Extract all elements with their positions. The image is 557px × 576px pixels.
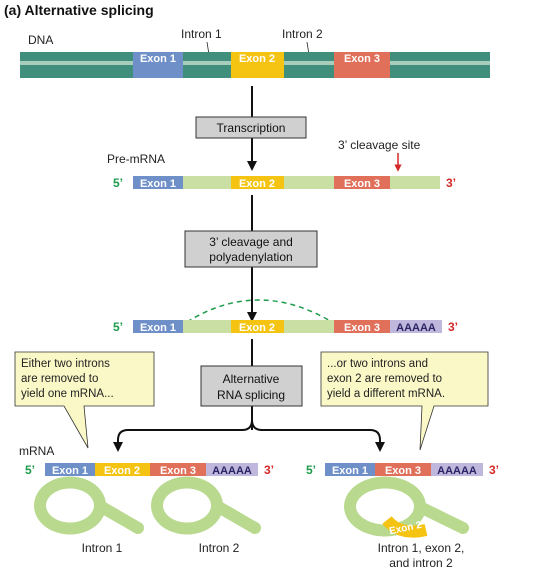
mrna-product-2: 5’ Exon 1 Exon 3 AAAAA 3’ bbox=[306, 463, 499, 477]
mrna-product-1: 5’ Exon 1 Exon 2 Exon 3 AAAAA 3’ bbox=[25, 463, 274, 477]
polya-pre-mrna-exon2 bbox=[231, 320, 284, 333]
intron2-lariat: Intron 2 bbox=[151, 476, 261, 555]
intron2-label: Intron 2 bbox=[282, 27, 323, 41]
mrna2-exon3-label: Exon 3 bbox=[385, 465, 421, 477]
mrna2-exon3 bbox=[375, 463, 431, 476]
combined-product-line2: and intron 2 bbox=[389, 556, 453, 570]
dna-exon3-block bbox=[334, 52, 390, 78]
splicing-step-line1: Alternative bbox=[223, 372, 280, 386]
mrna1-polya bbox=[206, 463, 258, 476]
combined-lariat-exon2-segment bbox=[382, 515, 428, 538]
pre-mrna-exon1 bbox=[133, 176, 183, 189]
mrna2-exon1 bbox=[325, 463, 375, 476]
dna-exon2-block bbox=[231, 52, 284, 78]
splicing-branch-right bbox=[251, 419, 385, 452]
mrna2-polya-label: AAAAA bbox=[437, 465, 477, 477]
pre-mrna-exon1-label: Exon 1 bbox=[140, 178, 176, 190]
polya-pre-mrna-exon2-label: Exon 2 bbox=[239, 322, 275, 334]
pre-mrna-3prime: 3’ bbox=[446, 176, 456, 190]
right-callout-line3: yield a different mRNA. bbox=[327, 388, 445, 400]
polya-pre-mrna-exon1-label: Exon 1 bbox=[140, 322, 176, 334]
mrna1-exon2-label: Exon 2 bbox=[104, 465, 140, 477]
intron1-product-label: Intron 1 bbox=[82, 541, 123, 555]
intron1-lariat: Intron 1 bbox=[34, 476, 144, 555]
polya-pre-mrna-5prime: 5’ bbox=[113, 320, 123, 334]
dna-molecule: Exon 1 Exon 2 Exon 3 bbox=[20, 52, 490, 78]
intron2-lariat-shape bbox=[151, 476, 261, 535]
pre-mrna-5prime: 5’ bbox=[113, 176, 123, 190]
left-callout-bubble bbox=[14, 351, 155, 449]
transcription-step-box bbox=[195, 116, 307, 139]
right-callout: ...or two introns and exon 2 are removed… bbox=[320, 351, 489, 451]
pre-mrna-molecule: 5’ Exon 1 Exon 2 Exon 3 3’ bbox=[113, 176, 456, 190]
pre-mrna-exon2-label: Exon 2 bbox=[239, 178, 275, 190]
mrna1-exon1 bbox=[45, 463, 95, 476]
pre-mrna-exon2 bbox=[231, 176, 284, 189]
mrna2-3prime: 3’ bbox=[489, 463, 499, 477]
left-callout-line2: are removed to bbox=[21, 373, 98, 385]
mrna-label: mRNA bbox=[19, 444, 54, 458]
mrna2-polya bbox=[431, 463, 483, 476]
intron2-product-label: Intron 2 bbox=[199, 541, 240, 555]
transcription-step-label: Transcription bbox=[217, 121, 286, 135]
polyadenylated-pre-mrna: 5’ Exon 1 Exon 2 Exon 3 AAAAA 3’ bbox=[113, 320, 458, 334]
left-callout-line3: yield one mRNA... bbox=[21, 388, 114, 400]
mrna1-exon3-label: Exon 3 bbox=[160, 465, 196, 477]
mrna1-polya-label: AAAAA bbox=[212, 465, 252, 477]
cleavage-site-label: 3’ cleavage site bbox=[338, 138, 421, 152]
polya-pre-mrna-exon3 bbox=[334, 320, 390, 333]
splicing-step-line2: RNA splicing bbox=[217, 388, 285, 402]
right-callout-line2: exon 2 are removed to bbox=[327, 373, 442, 385]
dna-label: DNA bbox=[28, 33, 53, 47]
mrna2-5prime: 5’ bbox=[306, 463, 316, 477]
mrna1-5prime: 5’ bbox=[25, 463, 35, 477]
mrna2-exon1-label: Exon 1 bbox=[332, 465, 368, 477]
cleavage-step-line2: polyadenylation bbox=[209, 250, 292, 264]
right-callout-line1: ...or two introns and bbox=[327, 358, 428, 370]
left-callout: Either two introns are removed to yield … bbox=[14, 351, 155, 449]
splice-dashed-arc bbox=[186, 299, 333, 323]
cleavage-step-box bbox=[184, 230, 318, 268]
pre-mrna-exon3-label: Exon 3 bbox=[344, 178, 380, 190]
polya-pre-mrna-exon3-label: Exon 3 bbox=[344, 322, 380, 334]
polya-pre-mrna-tail-label: AAAAA bbox=[396, 322, 436, 334]
splicing-branch-left bbox=[113, 419, 253, 452]
cleavage-step-line1: 3’ cleavage and bbox=[209, 235, 293, 249]
polya-pre-mrna-tail bbox=[390, 320, 442, 333]
mrna1-exon3 bbox=[150, 463, 206, 476]
combined-product-line1: Intron 1, exon 2, bbox=[378, 541, 465, 555]
dna-exon1-block bbox=[133, 52, 183, 78]
pre-mrna-exon3 bbox=[334, 176, 390, 189]
mrna1-3prime: 3’ bbox=[264, 463, 274, 477]
dna-exon2-label: Exon 2 bbox=[239, 53, 275, 65]
left-callout-line1: Either two introns bbox=[21, 358, 110, 370]
figure-title: (a) Alternative splicing bbox=[4, 2, 154, 18]
polya-pre-mrna-exon1 bbox=[133, 320, 183, 333]
pre-mrna-label: Pre-mRNA bbox=[107, 152, 165, 166]
splicing-step-box bbox=[200, 365, 303, 407]
combined-lariat-shape bbox=[344, 476, 469, 537]
intron1-label: Intron 1 bbox=[181, 27, 222, 41]
intron1-lariat-shape bbox=[34, 476, 144, 535]
combined-lariat: Exon 2 Intron 1, exon 2, and intron 2 bbox=[344, 476, 469, 570]
dna-exon1-label: Exon 1 bbox=[140, 53, 176, 65]
right-callout-bubble bbox=[320, 351, 489, 451]
dna-exon3-label: Exon 3 bbox=[344, 53, 380, 65]
polya-pre-mrna-3prime: 3’ bbox=[448, 320, 458, 334]
mrna1-exon1-label: Exon 1 bbox=[52, 465, 88, 477]
mrna1-exon2 bbox=[95, 463, 150, 476]
